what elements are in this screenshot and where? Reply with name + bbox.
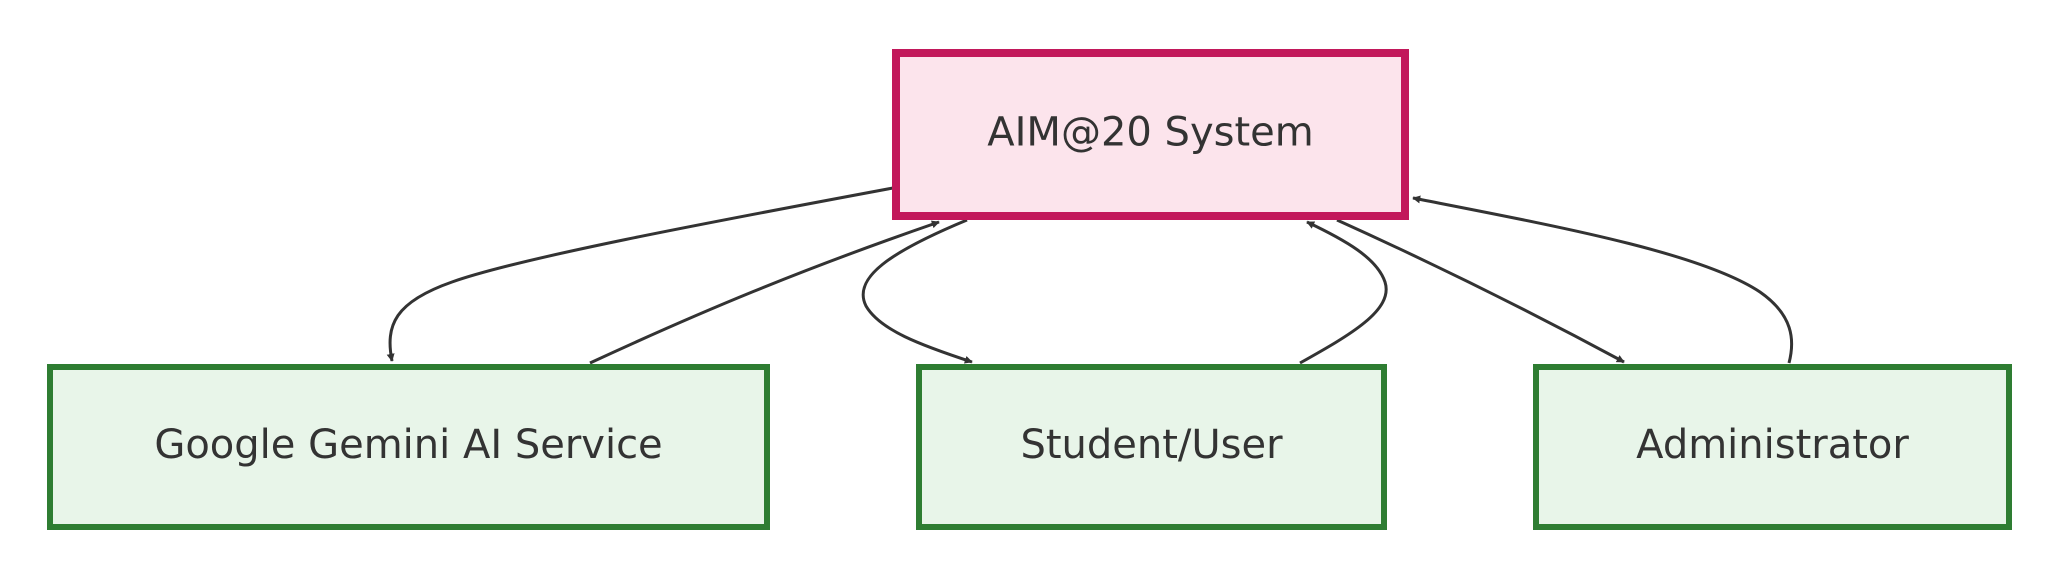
edges <box>386 186 1794 365</box>
node-system-label: AIM@20 System <box>987 110 1313 156</box>
edge-gemini-to-system <box>589 220 940 365</box>
node-admin-box <box>1533 364 2012 530</box>
edge-admin-to-system <box>1412 195 1794 364</box>
node-gemini[interactable]: Google Gemini AI Service <box>47 364 770 530</box>
edge-system-to-student <box>861 218 973 364</box>
edge-system-to-gemini <box>386 186 894 362</box>
node-system-box <box>892 49 1409 220</box>
node-system[interactable]: AIM@20 System <box>892 49 1409 220</box>
node-admin[interactable]: Administrator <box>1533 364 2012 530</box>
edge-student-to-system <box>1299 220 1388 365</box>
node-gemini-label: Google Gemini AI Service <box>154 422 662 468</box>
node-student[interactable]: Student/User <box>916 364 1387 530</box>
node-admin-label: Administrator <box>1636 422 1909 468</box>
node-student-box <box>916 364 1387 530</box>
node-gemini-box <box>47 364 770 530</box>
edge-system-to-admin <box>1336 218 1625 364</box>
node-student-label: Student/User <box>1020 422 1283 468</box>
